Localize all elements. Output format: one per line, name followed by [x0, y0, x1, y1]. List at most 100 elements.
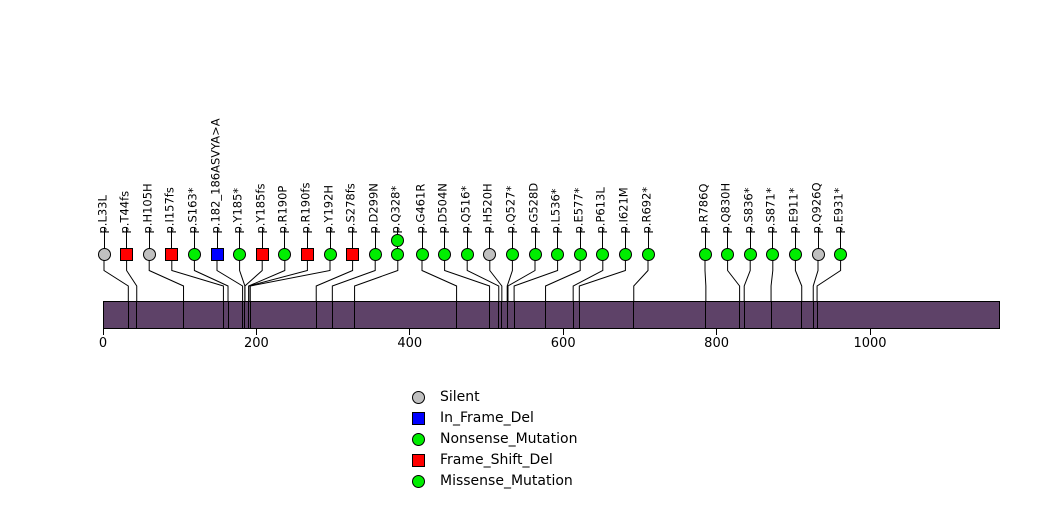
lollipop-stem: [579, 228, 581, 254]
mutation-connector: [126, 260, 138, 301]
mutation-label: p.Q516*: [458, 185, 473, 234]
lollipop-stem: [444, 228, 446, 254]
mutation-label: p.R692*: [639, 186, 653, 234]
mutation-marker[interactable]: [834, 247, 848, 261]
mutation-marker[interactable]: [743, 247, 757, 261]
mutation-marker[interactable]: [255, 247, 269, 261]
protein-position-tick: [739, 302, 741, 328]
axis-tick: [716, 329, 718, 335]
protein-position-tick: [136, 302, 138, 328]
mutation-connector: [103, 260, 129, 301]
lollipop-stem: [374, 228, 376, 254]
mutation-marker[interactable]: [415, 247, 429, 261]
mutation-marker[interactable]: [551, 247, 565, 261]
axis-tick-label: 0: [98, 336, 108, 351]
lollipop-stem: [557, 228, 559, 254]
mutation-label: p.S836*: [741, 187, 756, 234]
protein-position-tick: [545, 302, 547, 328]
mutation-label: p.I157fs: [162, 187, 177, 234]
protein-position-tick: [248, 302, 250, 328]
mutation-marker[interactable]: [438, 247, 452, 261]
mutation-marker[interactable]: [97, 247, 111, 261]
mutation-marker[interactable]: [811, 247, 825, 261]
axis-tick-label: 800: [704, 336, 730, 351]
mutation-marker[interactable]: [233, 247, 247, 261]
mutation-marker[interactable]: [187, 247, 201, 261]
protein-backbone-bar: [103, 301, 1001, 329]
protein-position-tick: [244, 302, 246, 328]
mutation-marker[interactable]: [165, 247, 179, 261]
legend-label: Frame_Shift_Del: [440, 452, 553, 468]
protein-position-tick: [513, 302, 515, 328]
mutation-connector: [315, 260, 354, 301]
mutation-marker[interactable]: [210, 247, 224, 261]
mutation-marker[interactable]: [120, 247, 134, 261]
mutation-marker[interactable]: [505, 247, 519, 261]
lollipop-stem: [421, 228, 423, 254]
mutation-connector: [727, 260, 741, 301]
protein-position-tick: [222, 302, 224, 328]
protein-position-tick: [242, 302, 244, 328]
axis-tick: [409, 329, 411, 335]
lollipop-stem: [306, 228, 308, 254]
mutation-marker[interactable]: [788, 247, 802, 261]
mutation-marker[interactable]: [460, 247, 474, 261]
protein-position-tick: [227, 302, 229, 328]
lollipop-stem: [840, 228, 842, 254]
mutation-marker[interactable]: [300, 247, 314, 261]
mutation-marker[interactable]: [596, 247, 610, 261]
lollipop-stem: [772, 228, 774, 254]
mutation-marker[interactable]: [391, 247, 405, 261]
lollipop-stem: [148, 228, 150, 254]
protein-position-tick: [127, 302, 129, 328]
lollipop-stem: [352, 228, 354, 254]
mutation-marker[interactable]: [346, 247, 360, 261]
mutation-label: p.P613L: [593, 187, 608, 234]
mutation-connector: [193, 260, 229, 301]
mutation-label: p.R190P: [275, 185, 290, 234]
mutation-marker[interactable]: [698, 247, 712, 261]
mutation-marker[interactable]: [483, 247, 497, 261]
mutation-label: p.S278fs: [343, 183, 358, 234]
mutation-label: p.Y185*: [230, 187, 245, 234]
mutation-connector: [572, 260, 604, 301]
mutation-label: p.E577*: [571, 187, 586, 234]
mutation-marker[interactable]: [618, 247, 632, 261]
mutation-connector: [244, 260, 263, 301]
mutation-connector: [770, 260, 774, 301]
mutation-connector: [743, 260, 751, 301]
mutation-label: p.Q527*: [503, 185, 518, 234]
mutation-marker[interactable]: [368, 247, 382, 261]
mutation-marker[interactable]: [721, 247, 735, 261]
mutation-marker[interactable]: [641, 247, 655, 261]
mutation-label: p.H520H: [480, 183, 495, 234]
legend-label: Nonsense_Mutation: [440, 431, 578, 447]
mutation-connector: [421, 260, 458, 301]
mutation-marker[interactable]: [142, 247, 156, 261]
mutation-connector: [507, 260, 536, 301]
mutation-label: p.D299N: [366, 183, 381, 234]
mutation-label: p.E931*: [831, 187, 846, 234]
axis-tick-label: 600: [550, 336, 576, 351]
protein-position-tick: [816, 302, 818, 328]
mutation-connector: [489, 260, 503, 301]
lollipop-stem: [624, 228, 626, 254]
protein-position-tick: [489, 302, 491, 328]
mutation-connector: [216, 260, 244, 301]
mutation-label: p.Y185fs: [253, 183, 268, 234]
mutation-marker[interactable]: [528, 247, 542, 261]
mutation-marker[interactable]: [323, 247, 337, 261]
protein-position-tick: [331, 302, 333, 328]
mutation-connector: [148, 260, 185, 301]
mutation-marker[interactable]: [573, 247, 587, 261]
lollipop-stem: [329, 228, 331, 254]
mutation-connector: [633, 260, 649, 301]
mutation-marker[interactable]: [391, 233, 405, 247]
legend-label: In_Frame_Del: [440, 410, 534, 426]
mutation-marker[interactable]: [766, 247, 780, 261]
mutation-connector: [794, 260, 803, 301]
mutation-connector: [816, 260, 842, 301]
protein-position-tick: [315, 302, 317, 328]
lollipop-stem: [817, 228, 819, 254]
mutation-marker[interactable]: [278, 247, 292, 261]
